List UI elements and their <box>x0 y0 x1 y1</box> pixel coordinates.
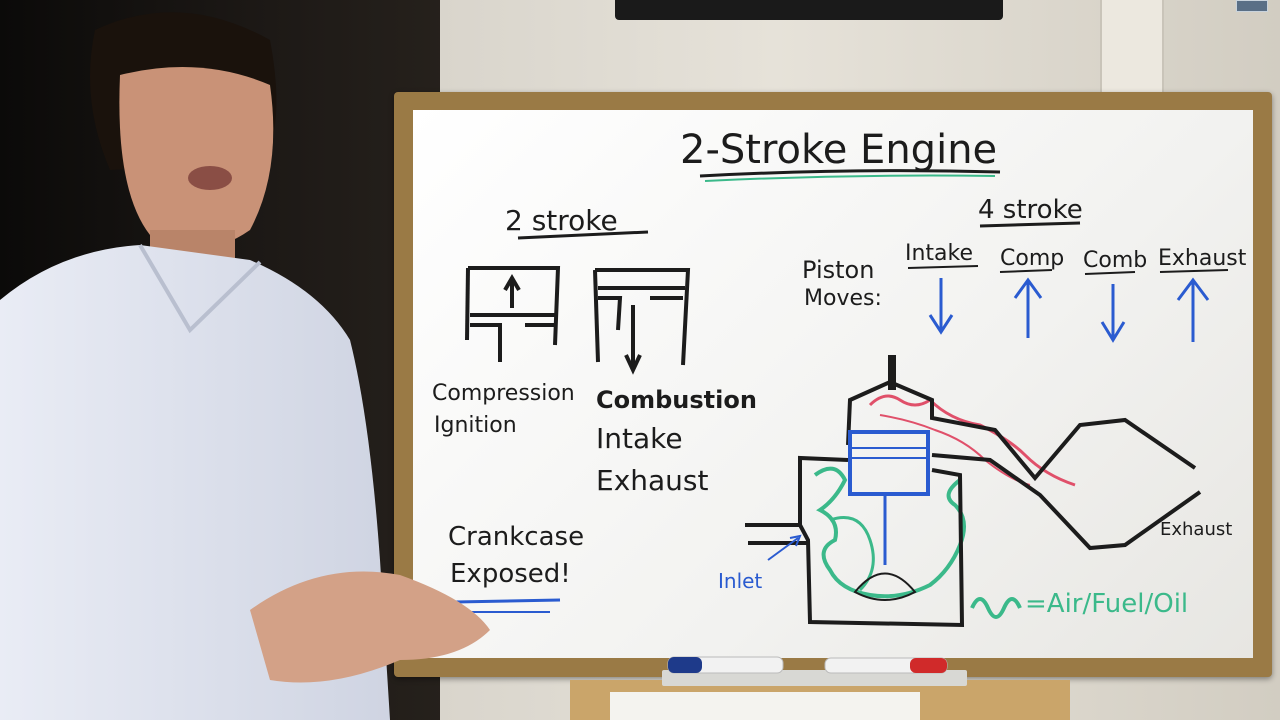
piston-label: Piston <box>802 256 874 284</box>
wall-tv <box>615 0 1003 20</box>
caption-combustion: Combustion <box>596 386 757 414</box>
blue-marker-cap <box>668 657 702 673</box>
stroke-label-intake: Intake <box>905 241 973 266</box>
moves-label: Moves: <box>804 286 882 311</box>
crank <box>853 572 917 601</box>
board-title: 2-Stroke Engine <box>680 127 997 173</box>
caption-ignition: Ignition <box>434 413 517 438</box>
markers <box>667 656 948 674</box>
stroke-label-comp: Comp <box>1000 246 1064 271</box>
two-stroke-underline <box>517 230 649 240</box>
note-underline-1 <box>454 598 561 604</box>
wall-pillar <box>1100 0 1164 110</box>
arrow-down-icon <box>928 278 954 335</box>
exhaust-label: Exhaust <box>1160 519 1232 540</box>
red-marker-cap <box>910 658 947 673</box>
title-underline-accent <box>704 174 996 182</box>
caption-exhaust: Exhaust <box>596 464 709 497</box>
cylinder-diagram-compression <box>465 266 561 362</box>
mixture-squiggle-icon <box>970 597 1022 619</box>
two-stroke-heading: 2 stroke <box>505 204 618 237</box>
arrow-up-icon <box>1013 277 1043 338</box>
stroke-arrows <box>928 277 1210 343</box>
note-crankcase: Crankcase <box>448 522 584 552</box>
whiteboard-surface <box>413 110 1253 658</box>
inlet-label: Inlet <box>718 569 762 593</box>
engine-diagram <box>745 355 1202 628</box>
presenter <box>0 12 490 720</box>
arrow-up-icon <box>1176 277 1210 342</box>
four-stroke-heading: 4 stroke <box>978 195 1083 225</box>
legend-text: =Air/Fuel/Oil <box>1025 589 1188 619</box>
arrow-down-icon <box>1100 284 1126 343</box>
paper-sheet <box>610 692 920 720</box>
stroke-label-comb: Comb <box>1083 248 1147 273</box>
stroke-label-exhaust: Exhaust <box>1158 246 1247 271</box>
cylinder-diagram-combustion <box>593 268 691 375</box>
caption-compression: Compression <box>432 381 575 406</box>
piston <box>848 430 930 496</box>
video-corner-button[interactable] <box>1236 0 1268 12</box>
note-exposed: Exposed! <box>450 559 571 589</box>
caption-intake: Intake <box>596 422 683 455</box>
whiteboard <box>394 92 1272 677</box>
four-stroke-underline <box>979 221 1081 228</box>
marker-tray <box>662 670 967 686</box>
stroke-labels: Intake Comp Comb Exhaust <box>905 241 1247 273</box>
title-underline <box>699 169 1001 178</box>
